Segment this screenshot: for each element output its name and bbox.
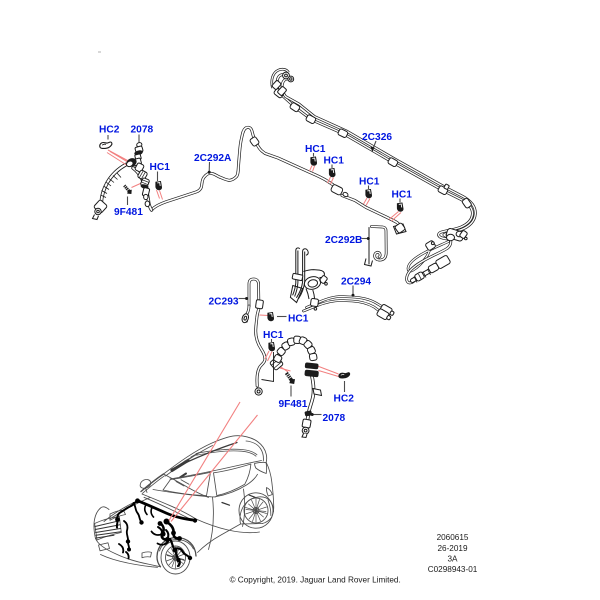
svg-text:2C326: 2C326 xyxy=(362,132,392,143)
svg-text:HC1: HC1 xyxy=(263,330,284,341)
svg-text:2C292A: 2C292A xyxy=(194,153,232,164)
svg-text:3A: 3A xyxy=(447,555,458,564)
svg-text:2078: 2078 xyxy=(323,413,346,424)
svg-text:C0298943-01: C0298943-01 xyxy=(428,565,478,574)
svg-text:2C294: 2C294 xyxy=(341,277,371,288)
svg-text:2060615: 2060615 xyxy=(437,533,469,542)
svg-text:HC2: HC2 xyxy=(334,394,355,405)
svg-text:2078: 2078 xyxy=(131,125,154,136)
svg-text:HC1: HC1 xyxy=(305,144,326,155)
svg-text:2C293: 2C293 xyxy=(209,297,239,308)
svg-text:26-2019: 26-2019 xyxy=(437,544,467,553)
svg-text:HC2: HC2 xyxy=(99,125,120,136)
svg-text:© Copyright, 2019. Jaguar Land: © Copyright, 2019. Jaguar Land Rover Lim… xyxy=(230,576,401,585)
svg-text:HC1: HC1 xyxy=(392,190,413,201)
svg-text:9F481: 9F481 xyxy=(279,399,308,410)
svg-text:9F481: 9F481 xyxy=(114,207,143,218)
svg-text:HC1: HC1 xyxy=(359,177,380,188)
svg-text:2C292B: 2C292B xyxy=(325,235,362,246)
svg-text:HC1: HC1 xyxy=(150,162,171,173)
svg-text:HC1: HC1 xyxy=(324,156,345,167)
svg-text:HC1: HC1 xyxy=(288,314,309,325)
